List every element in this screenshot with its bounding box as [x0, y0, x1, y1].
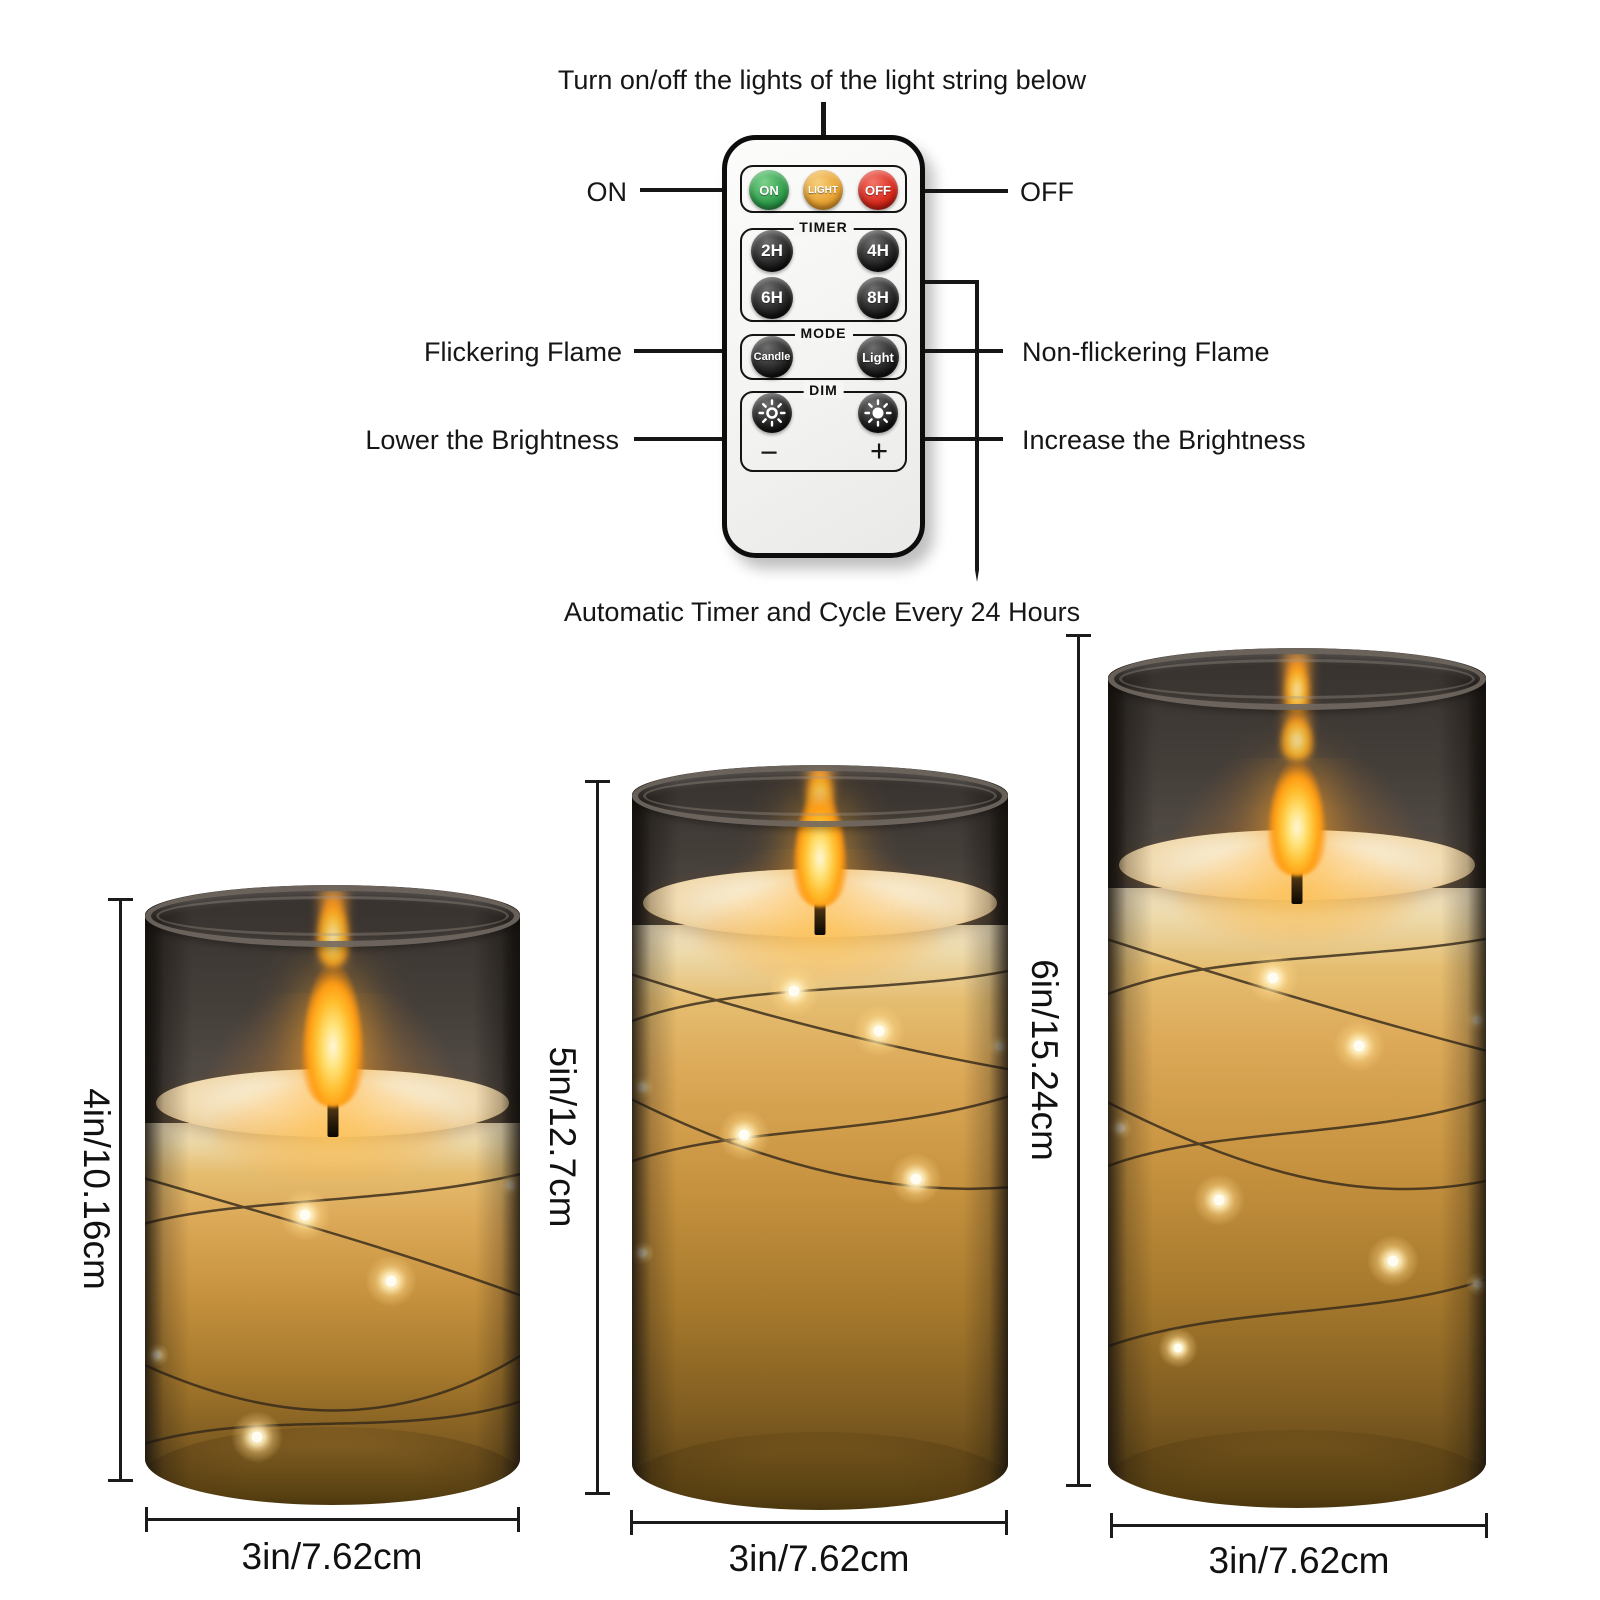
candle-4in	[145, 885, 520, 1505]
remote-button-candle-mode: Candle	[751, 336, 793, 378]
callout-lower-brightness: Lower the Brightness	[365, 425, 619, 455]
callout-on-line	[640, 188, 722, 192]
mode-section-label: MODE	[794, 325, 853, 341]
height-dimension-label-6in: 6in/15.24cm	[1024, 959, 1065, 1161]
width-dimension-label-candle2: 3in/7.62cm	[728, 1538, 910, 1579]
remote-control: ON LIGHT OFF TIMER 2H 4H 6H 8H MODE Cand…	[722, 135, 925, 558]
width-dimension-line-candle1	[145, 1507, 520, 1532]
width-dimension-line-candle2	[630, 1510, 1008, 1535]
timer-section-label: TIMER	[793, 219, 854, 235]
dim-section-label: DIM	[803, 382, 844, 398]
height-dimension-line-5in	[585, 780, 610, 1495]
title-note: Turn on/off the lights of the light stri…	[557, 65, 1087, 95]
timer-connector-line-horizontal	[925, 280, 979, 284]
remote-power-group: ON LIGHT OFF	[740, 165, 907, 213]
callout-lower-line	[634, 437, 722, 441]
sun-bright-icon	[864, 399, 892, 427]
dim-plus-label: +	[869, 433, 889, 468]
callout-non-flickering-line	[925, 349, 1003, 353]
remote-mode-group: MODE Candle Light	[740, 325, 907, 380]
wick	[1291, 872, 1303, 904]
remote-button-on: ON	[749, 170, 789, 210]
callout-increase-brightness: Increase the Brightness	[1022, 425, 1306, 455]
height-dimension-line-6in	[1066, 634, 1091, 1487]
remote-button-dim-down	[752, 393, 792, 433]
wick	[327, 1101, 338, 1137]
wick	[814, 903, 826, 935]
callout-increase-line	[925, 437, 1003, 441]
timer-connector-line-vertical	[975, 280, 979, 570]
dim-minus-label: −	[759, 435, 779, 470]
sun-dim-icon	[758, 399, 786, 427]
glass-rim	[632, 765, 1008, 827]
width-dimension-label-candle1: 3in/7.62cm	[241, 1536, 423, 1577]
height-dimension-line-4in	[108, 898, 133, 1482]
remote-button-6h: 6H	[751, 277, 793, 319]
flame-reflection	[1280, 714, 1314, 760]
glass-rim	[1108, 648, 1486, 710]
remote-button-off: OFF	[858, 170, 898, 210]
remote-button-dim-up	[858, 393, 898, 433]
width-dimension-line-candle3	[1110, 1513, 1488, 1538]
callout-flickering-line	[634, 349, 722, 353]
title-pointer-line	[821, 102, 826, 136]
timer-connector-tip	[975, 570, 979, 582]
candle-6in	[1108, 648, 1486, 1508]
callout-on: ON	[586, 177, 628, 207]
width-dimension-label-candle3: 3in/7.62cm	[1208, 1540, 1390, 1581]
callout-flickering-flame: Flickering Flame	[423, 337, 622, 367]
remote-button-light-mode: Light	[857, 336, 899, 378]
height-dimension-label-5in: 5in/12.7cm	[542, 1046, 583, 1228]
callout-off-line	[925, 189, 1008, 193]
glass-rim	[145, 885, 520, 947]
remote-button-4h: 4H	[857, 230, 899, 272]
remote-button-8h: 8H	[857, 277, 899, 319]
candle-5in	[632, 765, 1008, 1510]
remote-button-2h: 2H	[751, 230, 793, 272]
timer-caption: Automatic Timer and Cycle Every 24 Hours	[563, 597, 1081, 627]
remote-timer-group: TIMER 2H 4H 6H 8H	[740, 219, 907, 322]
height-dimension-label-4in: 4in/10.16cm	[76, 1088, 117, 1290]
remote-button-light: LIGHT	[803, 170, 843, 210]
remote-dim-group: DIM	[740, 382, 907, 472]
callout-off: OFF	[1020, 177, 1074, 207]
callout-non-flickering-flame: Non-flickering Flame	[1022, 337, 1270, 367]
